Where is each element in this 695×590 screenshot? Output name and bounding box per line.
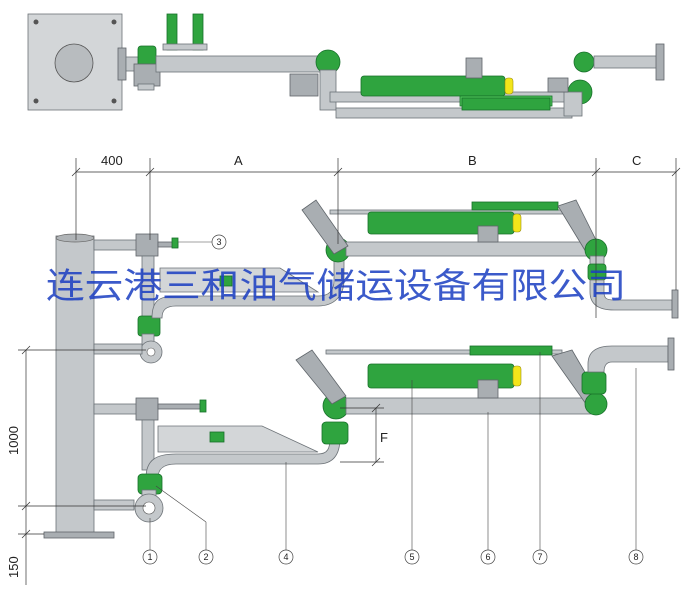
upper-swivel	[137, 315, 161, 337]
dim-f: F	[380, 430, 388, 445]
front-view	[43, 199, 679, 539]
lower-outer-swivel	[584, 392, 608, 416]
lower-outer-arm	[345, 397, 597, 415]
callout-1: 1	[147, 552, 152, 562]
top-valve-flange	[137, 83, 155, 91]
callout-5: 5	[409, 552, 414, 562]
top-inner-arm	[155, 55, 325, 73]
lower-inlet-hole	[142, 501, 156, 515]
upper-end-flange	[671, 289, 679, 319]
top-bolt	[111, 19, 117, 25]
top-bolt	[33, 98, 39, 104]
top-end-pipe	[593, 55, 659, 69]
top-elbow	[319, 69, 337, 111]
dim-150: 150	[6, 556, 21, 578]
top-cylinder	[360, 75, 506, 97]
callout-bubble	[480, 549, 496, 565]
lower-end-flange	[667, 337, 675, 371]
lower-handle	[157, 403, 205, 410]
lower-support-bar	[93, 403, 141, 415]
column-base-plate	[43, 531, 115, 539]
lower-mid-swivel	[321, 421, 349, 445]
dim-b: B	[468, 153, 477, 168]
lower-counterweight	[157, 425, 319, 453]
dimension-lines	[18, 158, 681, 585]
column-top	[55, 233, 95, 243]
callout-leaders	[149, 241, 637, 550]
lower-cylinder-cap	[512, 365, 522, 387]
upper-lift-frame	[301, 199, 349, 255]
lower-mount	[477, 379, 499, 399]
lower-inlet-arm	[93, 499, 135, 511]
upper-mount	[477, 225, 499, 243]
top-bolt	[33, 19, 39, 25]
lower-lift-frame	[295, 349, 347, 405]
upper-rod-green	[471, 201, 559, 211]
upper-counterweight	[159, 267, 320, 293]
upper-handle-grip	[171, 237, 179, 249]
upper-inlet-arm	[93, 343, 143, 355]
callout-3: 3	[216, 237, 221, 247]
top-column-head	[54, 43, 94, 83]
callout-bubble	[211, 234, 227, 250]
dim-400: 400	[101, 153, 123, 168]
callout-2: 2	[203, 552, 208, 562]
top-end-swivel	[573, 51, 595, 73]
callout-bubble	[198, 549, 214, 565]
top-outer-bracket	[547, 77, 569, 93]
upper-inlet-hole	[146, 347, 156, 357]
dim-1000: 1000	[6, 426, 21, 455]
lower-rod-green	[469, 345, 553, 356]
lower-end-elbow	[587, 345, 669, 373]
upper-outer-arm	[345, 241, 591, 257]
company-watermark: 连云港三和油气储运设备有限公司	[46, 267, 626, 307]
column	[55, 235, 95, 535]
top-flange	[117, 47, 127, 81]
top-bracket	[465, 57, 483, 79]
callout-6: 6	[485, 552, 490, 562]
lower-green-tag	[209, 431, 225, 443]
callout-bubble	[404, 549, 420, 565]
top-bolt	[111, 98, 117, 104]
dim-c: C	[632, 153, 641, 168]
dim-a: A	[234, 153, 243, 168]
top-view	[27, 13, 665, 119]
callout-8: 8	[633, 552, 638, 562]
callout-bubble	[142, 549, 158, 565]
upper-support-bar	[93, 239, 141, 251]
top-outer-elbow	[563, 91, 583, 117]
callout-bubble	[532, 549, 548, 565]
top-link-box	[289, 73, 319, 97]
top-end-flange	[655, 43, 665, 81]
lower-rod-top	[325, 349, 563, 355]
top-green-stand-base	[162, 43, 208, 51]
callout-bubble	[278, 549, 294, 565]
callout-4: 4	[283, 552, 288, 562]
callout-bubble	[628, 549, 644, 565]
lower-outer-swivel-2	[581, 371, 607, 395]
upper-support-block	[135, 233, 159, 257]
callout-7: 7	[537, 552, 542, 562]
top-cylinder-cap	[504, 77, 514, 95]
lower-support-block	[135, 397, 159, 421]
lower-handle-grip	[199, 399, 207, 413]
top-lower-cylinder	[461, 97, 551, 111]
upper-cylinder-cap	[512, 213, 522, 233]
upper-green-tag	[219, 275, 233, 287]
